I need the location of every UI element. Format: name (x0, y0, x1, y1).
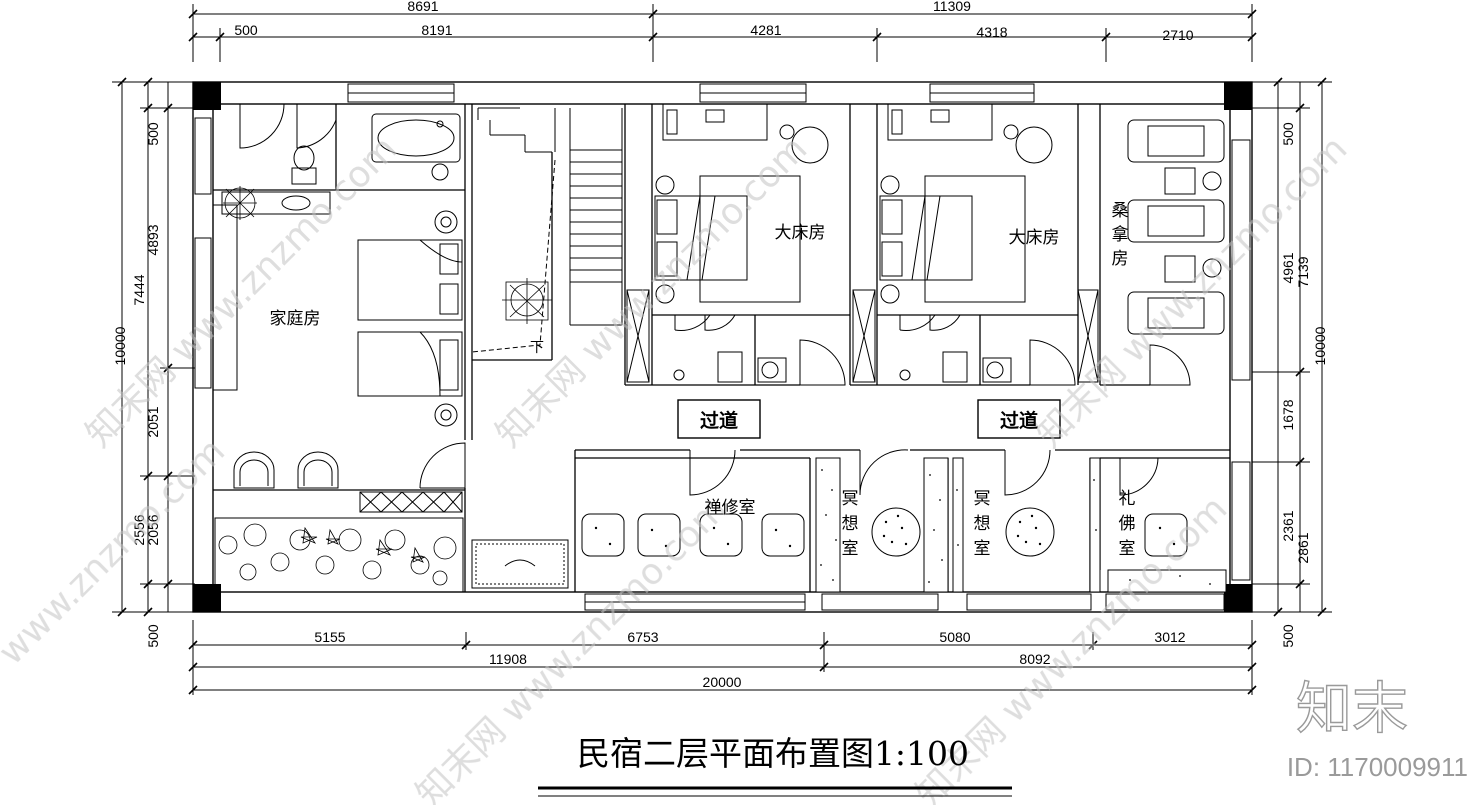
dim-left-2051: 2051 (145, 406, 161, 437)
dim-bottom-11908: 11908 (489, 651, 527, 667)
stair-direction-line (471, 159, 556, 353)
dim-right-2861: 2861 (1295, 532, 1311, 563)
dim-left-4893: 4893 (145, 224, 161, 255)
dim-right-7139: 7139 (1295, 256, 1311, 287)
garden-planter (214, 517, 464, 593)
drawing-title: 民宿二层平面布置图1:100 (577, 734, 969, 773)
dim-left-10000: 10000 (112, 326, 128, 365)
bathtub-icon (371, 113, 461, 163)
shrub-icons (218, 523, 457, 586)
closets (212, 204, 1099, 513)
dim-left-2056: 2056 (145, 514, 161, 545)
king-room-2-furniture (879, 103, 1053, 383)
label-zen-room: 禅修室 (705, 498, 756, 518)
speckles (820, 469, 1211, 585)
label-sauna-1: 桑 (1112, 201, 1129, 221)
dim-right-10000: 10000 (1312, 326, 1328, 365)
dim-right-500-bottom: 500 (1280, 624, 1296, 648)
dim-top-4281: 4281 (750, 22, 781, 38)
label-sauna-2: 拿 (1112, 224, 1129, 245)
label-king-room-2: 大床房 (1009, 228, 1060, 248)
dim-top-8691: 8691 (407, 0, 438, 14)
dim-left-500-top: 500 (145, 122, 161, 146)
king-room-1-furniture (654, 103, 829, 383)
toilet-icon (291, 145, 317, 185)
dim-top-500: 500 (234, 22, 258, 38)
dim-right-500-top: 500 (1280, 122, 1296, 146)
dimension-ticks (117, 9, 1327, 695)
dim-top-2710: 2710 (1162, 27, 1193, 43)
corridor-sign-2 (977, 399, 1061, 439)
label-family-room: 家庭房 (270, 309, 321, 329)
label-meditation-1-c: 室 (842, 539, 859, 559)
dimension-lines (112, 4, 1332, 695)
dim-right-2361: 2361 (1280, 510, 1296, 541)
label-corridor-1: 过道 (700, 409, 738, 432)
dim-bottom-5080: 5080 (939, 629, 970, 645)
brand-logo: 知末 (1296, 677, 1408, 742)
windows (194, 83, 1251, 611)
corner-columns (193, 82, 1252, 612)
label-buddha-room-a: 礼 (1119, 489, 1136, 509)
vanity-sink-icon (221, 163, 449, 215)
stair-down-label: 下 (530, 339, 544, 355)
svg-text:知末网 www.znzmo.com: 知末网 www.znzmo.com (78, 128, 405, 455)
zen-cushions (581, 513, 1188, 557)
dim-bottom-5155: 5155 (314, 629, 345, 645)
label-buddha-room-b: 佛 (1119, 514, 1136, 534)
doors (239, 103, 1191, 496)
dim-top-11309: 11309 (933, 0, 971, 14)
label-buddha-room-c: 室 (1119, 539, 1136, 559)
corridor-sign-1 (677, 399, 761, 439)
label-sauna-3: 房 (1112, 249, 1129, 269)
label-meditation-2-b: 想 (974, 514, 991, 534)
interior-walls (213, 104, 1230, 592)
armchair-icon (233, 451, 339, 489)
bed-icon-family-1 (357, 239, 463, 321)
dim-bottom-3012: 3012 (1154, 629, 1185, 645)
label-meditation-1-b: 想 (842, 514, 859, 534)
label-king-room-1: 大床房 (775, 223, 826, 243)
dim-bottom-20000: 20000 (703, 674, 742, 690)
dim-top-8191: 8191 (421, 22, 452, 38)
dim-right-4961: 4961 (1280, 252, 1296, 283)
step-pad (471, 539, 569, 589)
watermarks: 知末网 www.znzmo.com 知末网 www.znzmo.com 知末网 … (0, 128, 1355, 805)
label-meditation-2-a: 冥 (974, 489, 991, 509)
staircase (477, 107, 623, 326)
sauna-lounge-chairs (1127, 119, 1225, 335)
label-meditation-2-c: 室 (974, 539, 991, 559)
bed-icon-family-2 (357, 331, 463, 397)
svg-text:www.znzmo.com: www.znzmo.com (0, 431, 233, 673)
label-corridor-2: 过道 (1000, 409, 1038, 432)
plant-icon (502, 278, 552, 324)
image-id: ID: 1170009911 (1287, 752, 1468, 782)
dim-bottom-6753: 6753 (627, 629, 658, 645)
mat-speckles (594, 514, 1176, 548)
potted-plant-icon (223, 186, 257, 220)
meditation-mats (871, 507, 1055, 557)
dim-left-500-bottom: 500 (145, 624, 161, 648)
dim-left-7444: 7444 (131, 274, 147, 305)
dim-bottom-8092: 8092 (1019, 651, 1050, 667)
dim-left-2556: 2556 (131, 514, 147, 545)
label-meditation-1-a: 冥 (842, 489, 859, 509)
nightstand-lamp-icon (434, 210, 458, 427)
dim-top-4318: 4318 (976, 24, 1007, 40)
speckled-walls (815, 457, 1227, 593)
dim-right-1678: 1678 (1280, 399, 1296, 430)
